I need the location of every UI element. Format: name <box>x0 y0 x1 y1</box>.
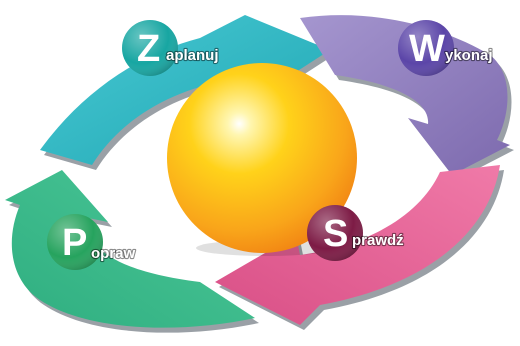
arc-act <box>5 170 255 328</box>
badge-initial: P <box>62 222 87 264</box>
badge-label: prawdź <box>352 232 404 249</box>
badge-label-outline: aplanuj <box>166 47 219 64</box>
badge-label-outline: prawdź <box>352 232 404 249</box>
stage-do-badge: W ykonaj ykonaj <box>398 20 494 76</box>
badge-label-outline: ykonaj <box>445 47 493 64</box>
badge-initial: S <box>323 213 348 255</box>
badge-label: aplanuj <box>166 47 219 64</box>
center-sphere <box>167 63 357 256</box>
badge-label: opraw <box>91 245 136 262</box>
badge-label: ykonaj <box>445 47 493 64</box>
stage-plan-badge: Z aplanuj aplanuj <box>122 20 220 76</box>
badge-initial: W <box>409 28 445 70</box>
badge-label-outline: opraw <box>91 245 136 262</box>
stage-act-badge: P opraw opraw <box>47 214 137 270</box>
stage-check-badge: S prawdź prawdź <box>307 205 405 261</box>
arc-do <box>300 15 510 175</box>
arc-plan <box>40 15 330 165</box>
badge-initial: Z <box>137 28 160 70</box>
